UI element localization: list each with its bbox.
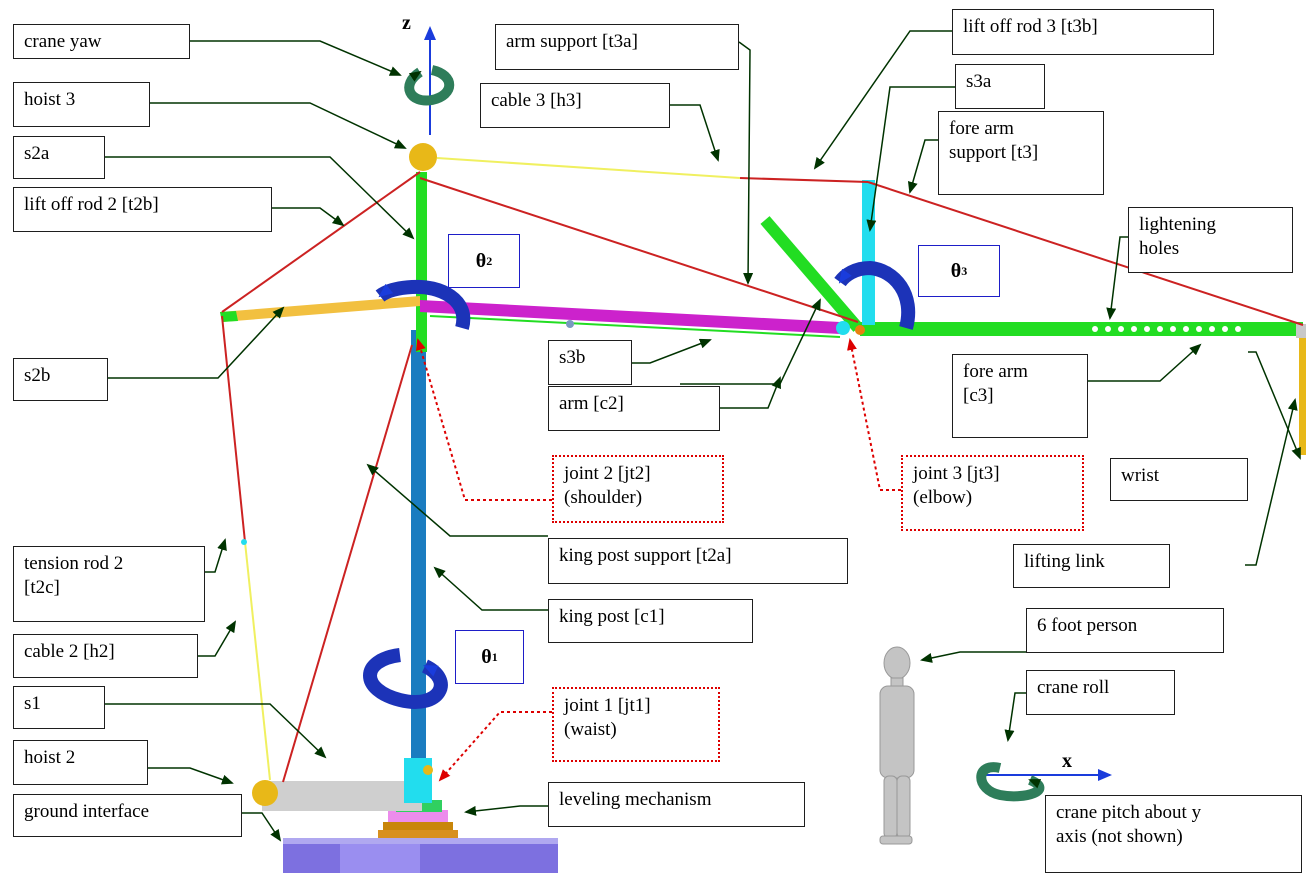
theta-2-rotation-icon [375,279,471,330]
theta-2-subscript: 2 [486,253,493,268]
fore-arm-line-2: [c3] [963,385,994,406]
joint-2-line-2: (shoulder) [564,487,643,508]
crane-roll-rotation-icon [976,762,1045,802]
crane-yaw-rotation-icon [404,65,455,106]
theta-3-symbol: θ [950,259,962,282]
label-arm-c2: arm [c2] [548,386,720,431]
label-crane-yaw: crane yaw [13,24,190,59]
label-lifting-link: lifting link [1013,544,1170,588]
hoist-2-drum [252,780,278,806]
label-ground-interface: ground interface [13,794,242,837]
label-lightening-holes: lightening holes [1128,207,1293,273]
label-wrist: wrist [1110,458,1248,501]
label-leveling-mechanism: leveling mechanism [548,782,805,827]
tension-rod-2-line-1: tension rod 2 [24,553,124,574]
theta-1-subscript: 1 [491,649,498,664]
cables-yellow [244,157,741,781]
label-fore-arm-support: fore arm support [t3] [938,111,1104,195]
theta-1-rotation-icon [363,648,448,709]
theta-3-rotation-icon [834,260,916,330]
arm-support-shape [760,216,863,332]
fore-arm-line-1: fore arm [963,361,1028,382]
theta-3-subscript: 3 [961,263,968,278]
leader-lines [105,30,1301,842]
joint-1-line-2: (waist) [564,719,617,740]
lightening-holes-line-2: holes [1139,238,1180,259]
label-crane-pitch: crane pitch about y axis (not shown) [1045,795,1302,873]
lightening-holes-line-1: lightening [1139,214,1217,235]
label-lift-off-rod-3: lift off rod 3 [t3b] [952,9,1214,55]
crane-pitch-line-2: axis (not shown) [1056,826,1183,847]
label-six-foot-person: 6 foot person [1026,608,1224,653]
cables-red [221,171,1304,783]
label-joint-1: joint 1 [jt1] (waist) [552,687,720,762]
x-axis-label: x [1062,750,1072,772]
label-fore-arm-c3: fore arm [c3] [952,354,1088,438]
label-s3a: s3a [955,64,1045,109]
joint-3-line-1: joint 3 [jt3] [913,463,1000,484]
label-crane-roll: crane roll [1026,670,1175,715]
forearm-support-shape [862,180,875,325]
label-s2a: s2a [13,136,105,179]
s2b-boom-shape [220,296,420,322]
ground-interface-base [283,838,558,873]
forearm-c3-shape [860,322,1303,336]
fore-arm-support-line-2: support [t3] [949,142,1039,163]
label-joint-2: joint 2 [jt2] (shoulder) [552,455,724,523]
hoist-3-drum [409,143,437,171]
label-lift-off-rod-2: lift off rod 2 [t2b] [13,187,272,232]
six-foot-person [879,646,915,845]
joint-1-line-1: joint 1 [jt1] [564,695,651,716]
s1-boom-shape [262,781,422,811]
label-king-post-support: king post support [t2a] [548,538,848,584]
joint-1-shape [404,758,432,803]
label-joint-3: joint 3 [jt3] (elbow) [901,455,1084,531]
label-cable-2: cable 2 [h2] [13,634,198,678]
z-axis-label: z [402,12,411,34]
arm-c2-shape [420,300,840,334]
label-s2b: s2b [13,358,108,401]
s2a-mast-shape [416,172,427,352]
label-s3b: s3b [548,340,632,385]
label-tension-rod-2: tension rod 2 [t2c] [13,546,205,622]
lifting-link-shape [1299,333,1306,455]
label-hoist-3: hoist 3 [13,82,150,127]
tension-rod-2-line-2: [t2c] [24,577,60,598]
theta-2-symbol: θ [475,249,487,272]
fore-arm-support-line-1: fore arm [949,118,1014,139]
joint-3-line-2: (elbow) [913,487,973,508]
joint-leader-lines [416,338,901,782]
label-arm-support: arm support [t3a] [495,24,739,70]
joint-2-line-1: joint 2 [jt2] [564,463,651,484]
label-hoist-2: hoist 2 [13,740,148,785]
crane-pitch-line-1: crane pitch about y [1056,802,1202,823]
theta-1-symbol: θ [481,645,492,668]
label-cable-3: cable 3 [h3] [480,83,670,128]
label-king-post: king post [c1] [548,599,753,643]
king-post-shape [411,330,426,770]
label-s1: s1 [13,686,105,729]
